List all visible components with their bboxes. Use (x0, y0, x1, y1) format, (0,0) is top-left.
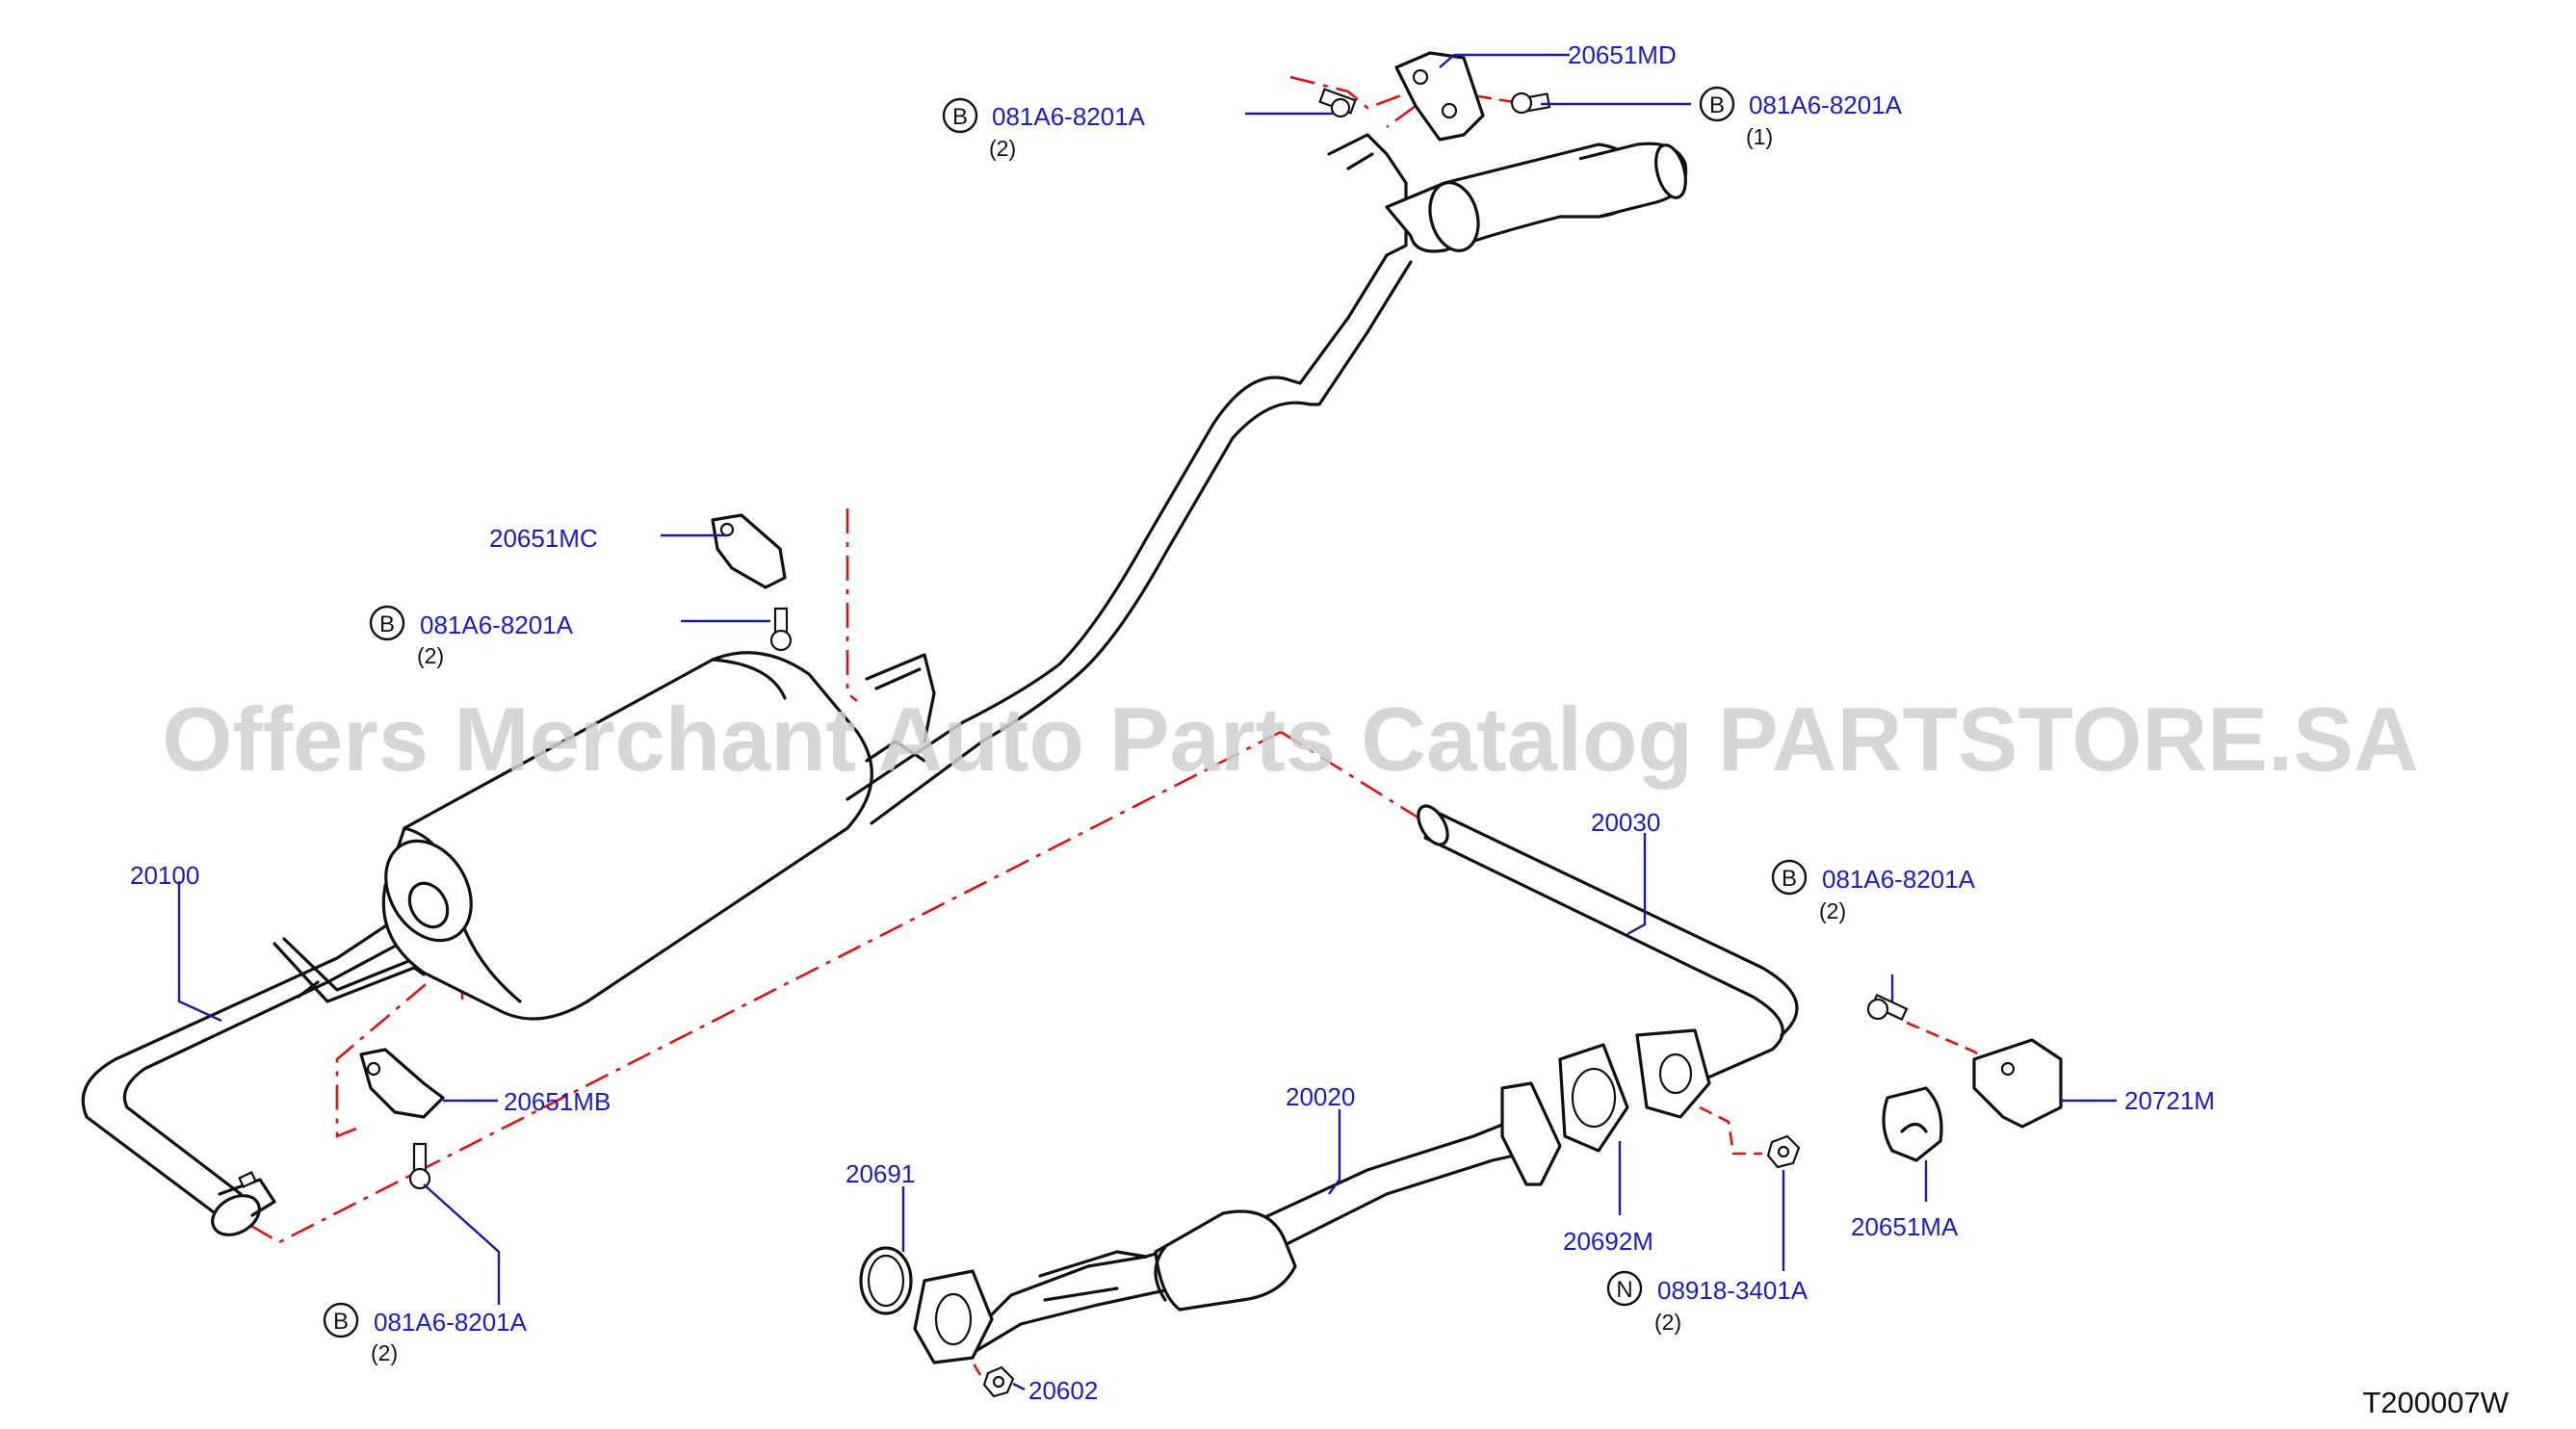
badge-b: B (952, 104, 968, 130)
label-20030: 20030 (1591, 808, 1660, 837)
callout-n1: N 08918-3401A (2) (1606, 1270, 1808, 1335)
label-20651mb: 20651MB (504, 1087, 611, 1116)
bracket-20651md (1394, 51, 1485, 142)
label-20602: 20602 (1028, 1376, 1098, 1405)
watermark-text: Offers Merchant Auto Parts Catalog PARTS… (162, 689, 2418, 790)
label-20721m: 20721M (2124, 1086, 2215, 1115)
quantity: (2) (371, 1340, 398, 1365)
callout-b5: B 081A6-8201A (2) (323, 1302, 528, 1365)
tail-pipe-20100 (81, 894, 437, 1236)
diagram-reference: T200007W (2362, 1386, 2509, 1419)
part-number: 081A6-8201A (1822, 865, 1976, 894)
quantity: (1) (1746, 124, 1773, 149)
bolt-icons (408, 88, 1909, 1398)
insulator-20651ma (1882, 1086, 1943, 1162)
callout-b3: B 081A6-8201A (2) (369, 605, 574, 668)
bracket-20651mb (359, 1048, 445, 1119)
part-number: 081A6-8201A (1749, 91, 1903, 119)
label-20692m: 20692M (1563, 1227, 1653, 1256)
quantity: (2) (1819, 898, 1846, 923)
quantity: (2) (989, 136, 1016, 161)
bolt-icon (1510, 91, 1551, 115)
leader-lines (177, 53, 2117, 1391)
exhaust-tube-20020 (913, 1081, 1562, 1364)
bracket-20651mc (711, 513, 787, 589)
label-20020: 20020 (1286, 1082, 1355, 1111)
quantity: (2) (417, 643, 444, 668)
badge-b: B (333, 1309, 349, 1335)
part-number: 081A6-8201A (374, 1308, 528, 1337)
part-labels: 20651MD 20651MC 20651MB 20100 20030 2002… (130, 40, 2215, 1405)
bolt-icon (408, 1142, 431, 1190)
label-20691: 20691 (846, 1159, 915, 1188)
nut-icon (982, 1365, 1015, 1398)
gasket-20692m (1558, 1043, 1629, 1153)
badge-b: B (379, 611, 395, 637)
badge-b: B (1709, 92, 1725, 118)
bolt-icon (769, 607, 793, 652)
bracket-20721m (1972, 1038, 2063, 1129)
label-20651mc: 20651MC (489, 524, 598, 553)
badge-b: B (1782, 866, 1797, 892)
part-number: 08918-3401A (1657, 1276, 1808, 1305)
ring-gasket-20691 (859, 1246, 913, 1315)
part-number: 081A6-8201A (992, 102, 1146, 131)
rear-resonator (1327, 133, 1688, 257)
nut-icon (1766, 1134, 1801, 1169)
badge-n: N (1616, 1277, 1632, 1303)
center-pipe (846, 253, 1413, 825)
label-20651md: 20651MD (1568, 40, 1677, 69)
part-number: 081A6-8201A (420, 611, 574, 639)
callout-b2: B 081A6-8201A (1) (1699, 86, 1903, 149)
bolt-icon (1318, 88, 1357, 118)
front-pipe-20030 (1417, 804, 1799, 1119)
label-20100: 20100 (130, 861, 199, 890)
callout-b4: B 081A6-8201A (2) (1771, 859, 1976, 923)
main-muffler (381, 651, 936, 1021)
callout-b1: B 081A6-8201A (2) (942, 97, 1146, 161)
label-20651ma: 20651MA (1851, 1212, 1959, 1241)
bolt-icon (1866, 993, 1909, 1022)
quantity: (2) (1654, 1310, 1681, 1335)
